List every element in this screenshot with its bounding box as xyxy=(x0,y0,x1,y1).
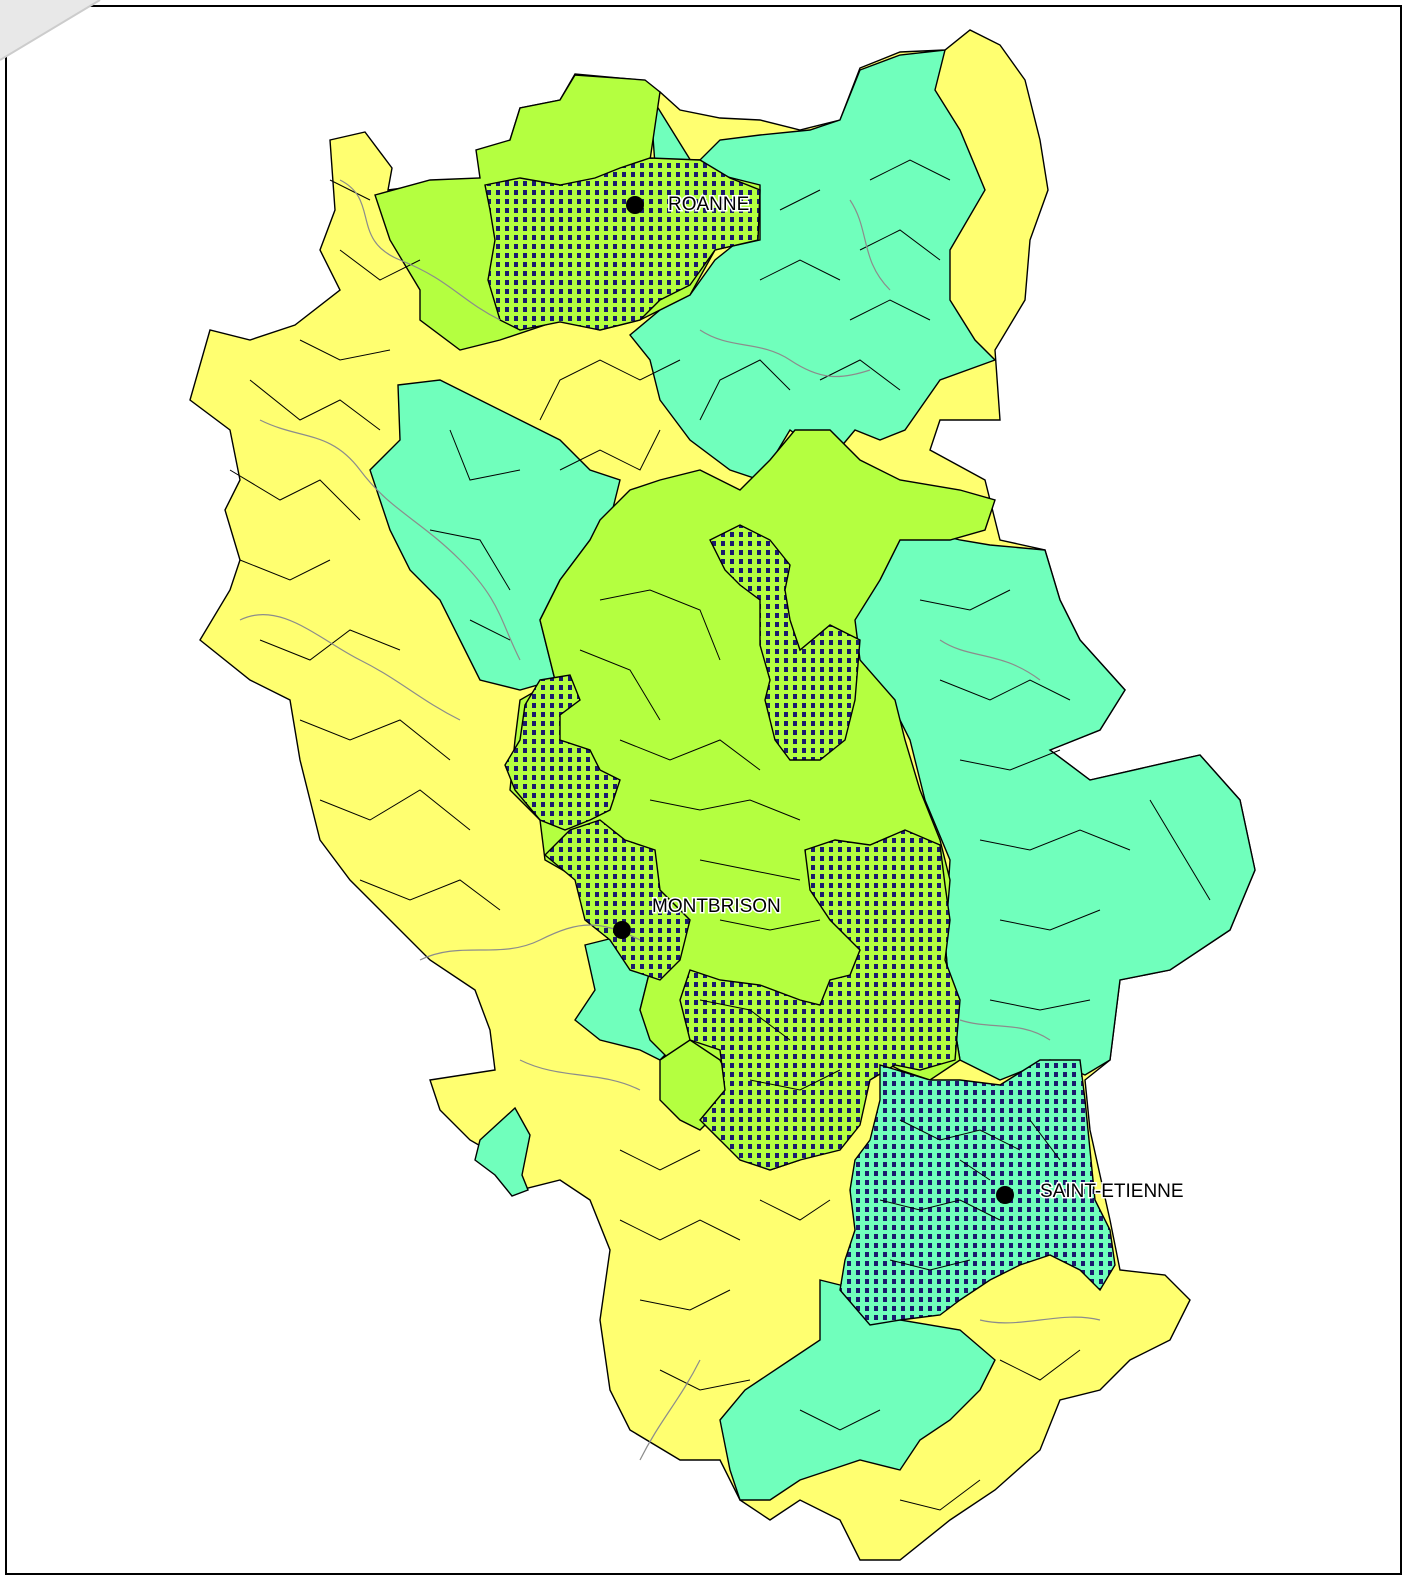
zone-teal-south[interactable] xyxy=(719,1279,996,1501)
urban-area-saint-etienne[interactable] xyxy=(839,1059,1116,1326)
rivers xyxy=(239,179,1101,1461)
urban-area-montbrison[interactable] xyxy=(543,819,691,981)
urban-area-west[interactable] xyxy=(504,674,621,831)
zone-teal-east[interactable] xyxy=(849,529,1256,1081)
zone-teal-north-east[interactable] xyxy=(629,49,997,481)
zone-teal-islet-west[interactable] xyxy=(474,1106,531,1197)
city-marker-roanne[interactable] xyxy=(626,196,644,214)
page-fold-edge xyxy=(0,0,101,61)
commune-borders xyxy=(229,159,1211,1511)
city-montbrison[interactable]: MONTBRISON xyxy=(613,895,782,939)
urban-area-south-centre[interactable] xyxy=(679,829,961,1171)
city-marker-montbrison[interactable] xyxy=(613,921,631,939)
city-roanne[interactable]: ROANNE xyxy=(626,193,751,217)
city-label-montbrison: MONTBRISON xyxy=(652,896,781,917)
city-marker-saint-etienne[interactable] xyxy=(996,1186,1014,1204)
city-label-roanne: ROANNE xyxy=(668,194,749,215)
city-saint-etienne[interactable]: SAINT-ETIENNE xyxy=(996,1180,1185,1204)
urban-area-centre-north[interactable] xyxy=(709,524,861,761)
urban-area-roanne[interactable] xyxy=(484,157,761,331)
city-label-saint-etienne: SAINT-ETIENNE xyxy=(1040,1181,1184,1202)
